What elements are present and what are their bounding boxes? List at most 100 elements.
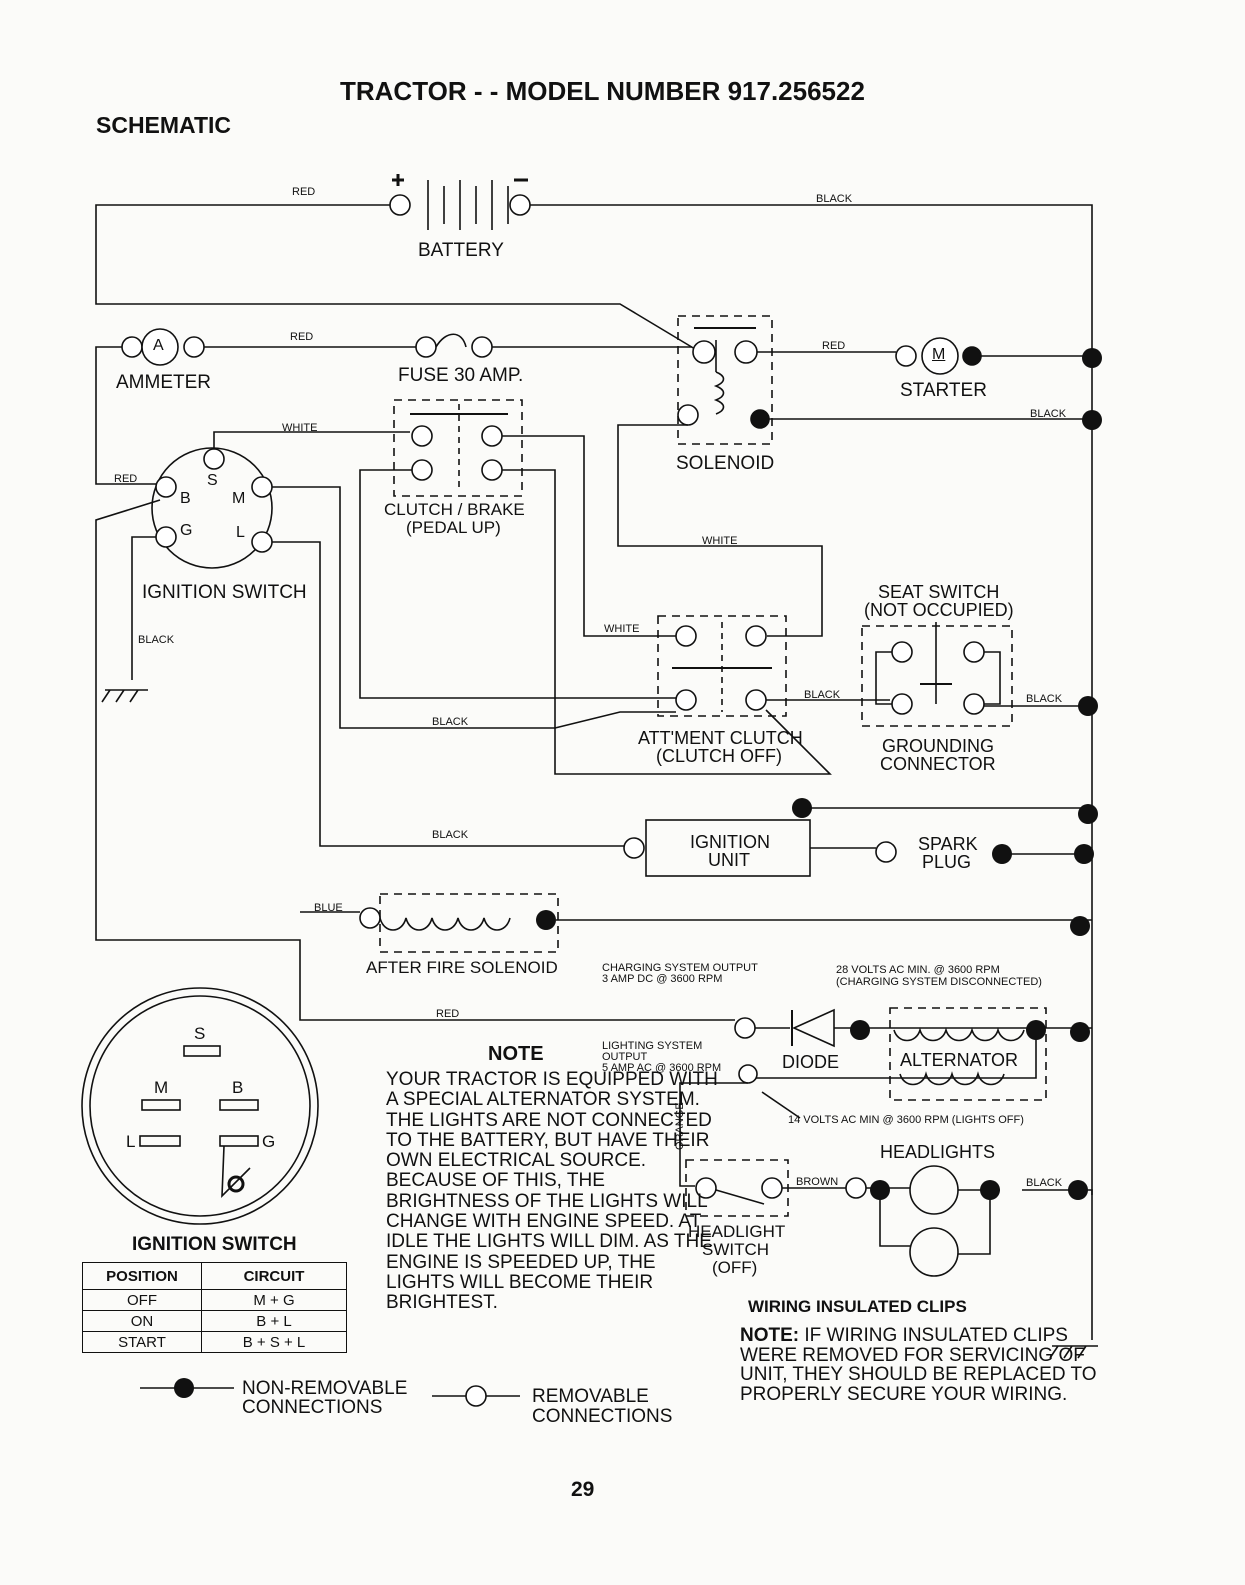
headlight-switch-label-2: SWITCH [702, 1240, 770, 1259]
face-letter-l: L [126, 1132, 136, 1151]
ignition-table-caption: IGNITION SWITCH [132, 1234, 297, 1255]
clips-note: NOTE: IF WIRING INSULATED CLIPS WERE REM… [740, 1326, 1100, 1405]
clutch-brake-label: CLUTCH / BRAKE [384, 500, 525, 519]
lighting-output-spec: LIGHTING SYSTEM [602, 1040, 703, 1052]
seat-switch-label: SEAT SWITCH [878, 582, 1000, 602]
face-letter-b: B [232, 1078, 244, 1097]
attachment-clutch-label: ATT'MENT CLUTCH [638, 728, 803, 748]
ammeter-symbol [121, 328, 205, 366]
diode-symbol [791, 1008, 835, 1048]
ignition-switch-symbol [151, 447, 273, 569]
table-row: ON B + L [82, 1310, 347, 1332]
after-fire-solenoid-symbol [359, 893, 559, 953]
switch-face-diagram [81, 987, 319, 1225]
terminal-b: B [180, 490, 191, 507]
clutch-brake-sublabel: (PEDAL UP) [406, 518, 501, 537]
table-header-circuit: CIRCUIT [201, 1262, 347, 1290]
spark-plug-label: SPARK [918, 834, 978, 854]
legend-removable: REMOVABLE [532, 1386, 649, 1407]
headlight-switch-label: HEADLIGHT [688, 1222, 786, 1241]
table-cell: ON [82, 1310, 202, 1332]
wire-label-black-5: BLACK [1026, 693, 1063, 705]
wire-label-red-1: RED [292, 186, 316, 198]
wire-label-brown: BROWN [796, 1176, 839, 1188]
wire-label-white-3: WHITE [604, 623, 640, 635]
table-header-row: POSITION CIRCUIT [82, 1262, 347, 1290]
page-title: TRACTOR - - MODEL NUMBER 917.256522 [340, 76, 865, 106]
note-body: YOUR TRACTOR IS EQUIPPED WITH A SPECIAL … [386, 1069, 718, 1314]
wire-label-black-6: BLACK [432, 716, 469, 728]
charging-output-spec-2: 3 AMP DC @ 3600 RPM [602, 973, 723, 985]
ignition-unit-label: IGNITION [690, 832, 770, 852]
wire-label-red-3: RED [822, 340, 846, 352]
spark-plug-sublabel: PLUG [922, 852, 972, 872]
table-row: START B + S + L [82, 1331, 347, 1353]
legend-removable-2: CONNECTIONS [532, 1406, 673, 1427]
headlight-switch-label-3: (OFF) [712, 1258, 758, 1277]
wire-label-black-3: BLACK [138, 634, 175, 646]
page-number: 29 [571, 1478, 595, 1501]
table-cell: START [82, 1331, 202, 1353]
battery-symbol [389, 174, 531, 230]
ammeter-symbol-letter: A [153, 337, 164, 354]
table-cell: B + S + L [201, 1331, 347, 1353]
table-cell: OFF [82, 1289, 202, 1311]
terminal-g: G [180, 522, 193, 539]
wire-label-black-8: BLACK [1026, 1177, 1063, 1189]
ignition-switch-table: POSITION CIRCUIT OFF M + G ON B + L STAR… [82, 1262, 347, 1353]
face-letter-s: S [194, 1024, 206, 1043]
battery-label: BATTERY [418, 240, 504, 261]
attachment-clutch-symbol [657, 615, 787, 717]
grounding-connector-label: GROUNDING [882, 736, 994, 756]
ground-nodes [536, 348, 1102, 1200]
table-row: OFF M + G [82, 1289, 347, 1311]
wire-label-red-5: RED [436, 1008, 460, 1020]
lighting-output-spec-2: OUTPUT [602, 1051, 648, 1063]
seat-switch-sublabel: (NOT OCCUPIED) [864, 600, 1014, 620]
attachment-clutch-sublabel: (CLUTCH OFF) [656, 746, 782, 766]
ammeter-label: AMMETER [116, 372, 211, 393]
clips-heading: WIRING INSULATED CLIPS [748, 1297, 967, 1316]
solenoid-symbol [677, 315, 773, 445]
starter-label: STARTER [900, 380, 987, 401]
headlights-label: HEADLIGHTS [880, 1142, 996, 1162]
ignition-unit-sublabel: UNIT [708, 850, 750, 870]
ac-min-spec-2: (CHARGING SYSTEM DISCONNECTED) [836, 976, 1042, 988]
alternator-label: ALTERNATOR [900, 1050, 1019, 1070]
wire-label-blue: BLUE [314, 902, 343, 914]
diode-label: DIODE [782, 1052, 840, 1072]
after-fire-solenoid-label: AFTER FIRE SOLENOID [366, 958, 558, 977]
grounding-connector-sublabel: CONNECTOR [880, 754, 996, 774]
clips-note-body: IF WIRING INSULATED CLIPS WERE REMOVED F… [740, 1325, 1097, 1406]
table-cell: M + G [201, 1289, 347, 1311]
table-header-position: POSITION [82, 1262, 202, 1290]
wire-label-black-2: BLACK [1030, 408, 1067, 420]
starter-symbol [895, 337, 982, 375]
note-heading: NOTE [488, 1043, 544, 1065]
wire-label-white-2: WHITE [702, 535, 738, 547]
lighting-output-spec-3: 5 AMP AC @ 3600 RPM [602, 1062, 722, 1074]
legend-non-removable-2: CONNECTIONS [242, 1397, 383, 1418]
starter-symbol-letter: M [932, 346, 946, 363]
wire-label-black-1: BLACK [816, 193, 853, 205]
clutch-brake-switch-symbol [393, 399, 523, 497]
schematic-heading: SCHEMATIC [96, 112, 232, 138]
alternator-symbol [889, 1007, 1047, 1101]
legend-symbols [140, 1378, 520, 1407]
terminal-l: L [236, 524, 245, 541]
solenoid-label: SOLENOID [676, 453, 775, 474]
wire-label-black-7: BLACK [432, 829, 469, 841]
ac-min-spec: 28 VOLTS AC MIN. @ 3600 RPM [836, 964, 1000, 976]
clips-note-label: NOTE: [740, 1325, 800, 1346]
ignition-switch-label: IGNITION SWITCH [142, 582, 307, 603]
wire-label-red-4: RED [114, 473, 138, 485]
wire-label-red-2: RED [290, 331, 314, 343]
terminal-m: M [232, 490, 246, 507]
table-cell: B + L [201, 1310, 347, 1332]
wire-label-white-1: WHITE [282, 422, 318, 434]
lights-off-spec: 14 VOLTS AC MIN @ 3600 RPM (LIGHTS OFF) [788, 1114, 1024, 1126]
wire-label-black-4: BLACK [804, 689, 841, 701]
face-letter-m: M [154, 1078, 169, 1097]
